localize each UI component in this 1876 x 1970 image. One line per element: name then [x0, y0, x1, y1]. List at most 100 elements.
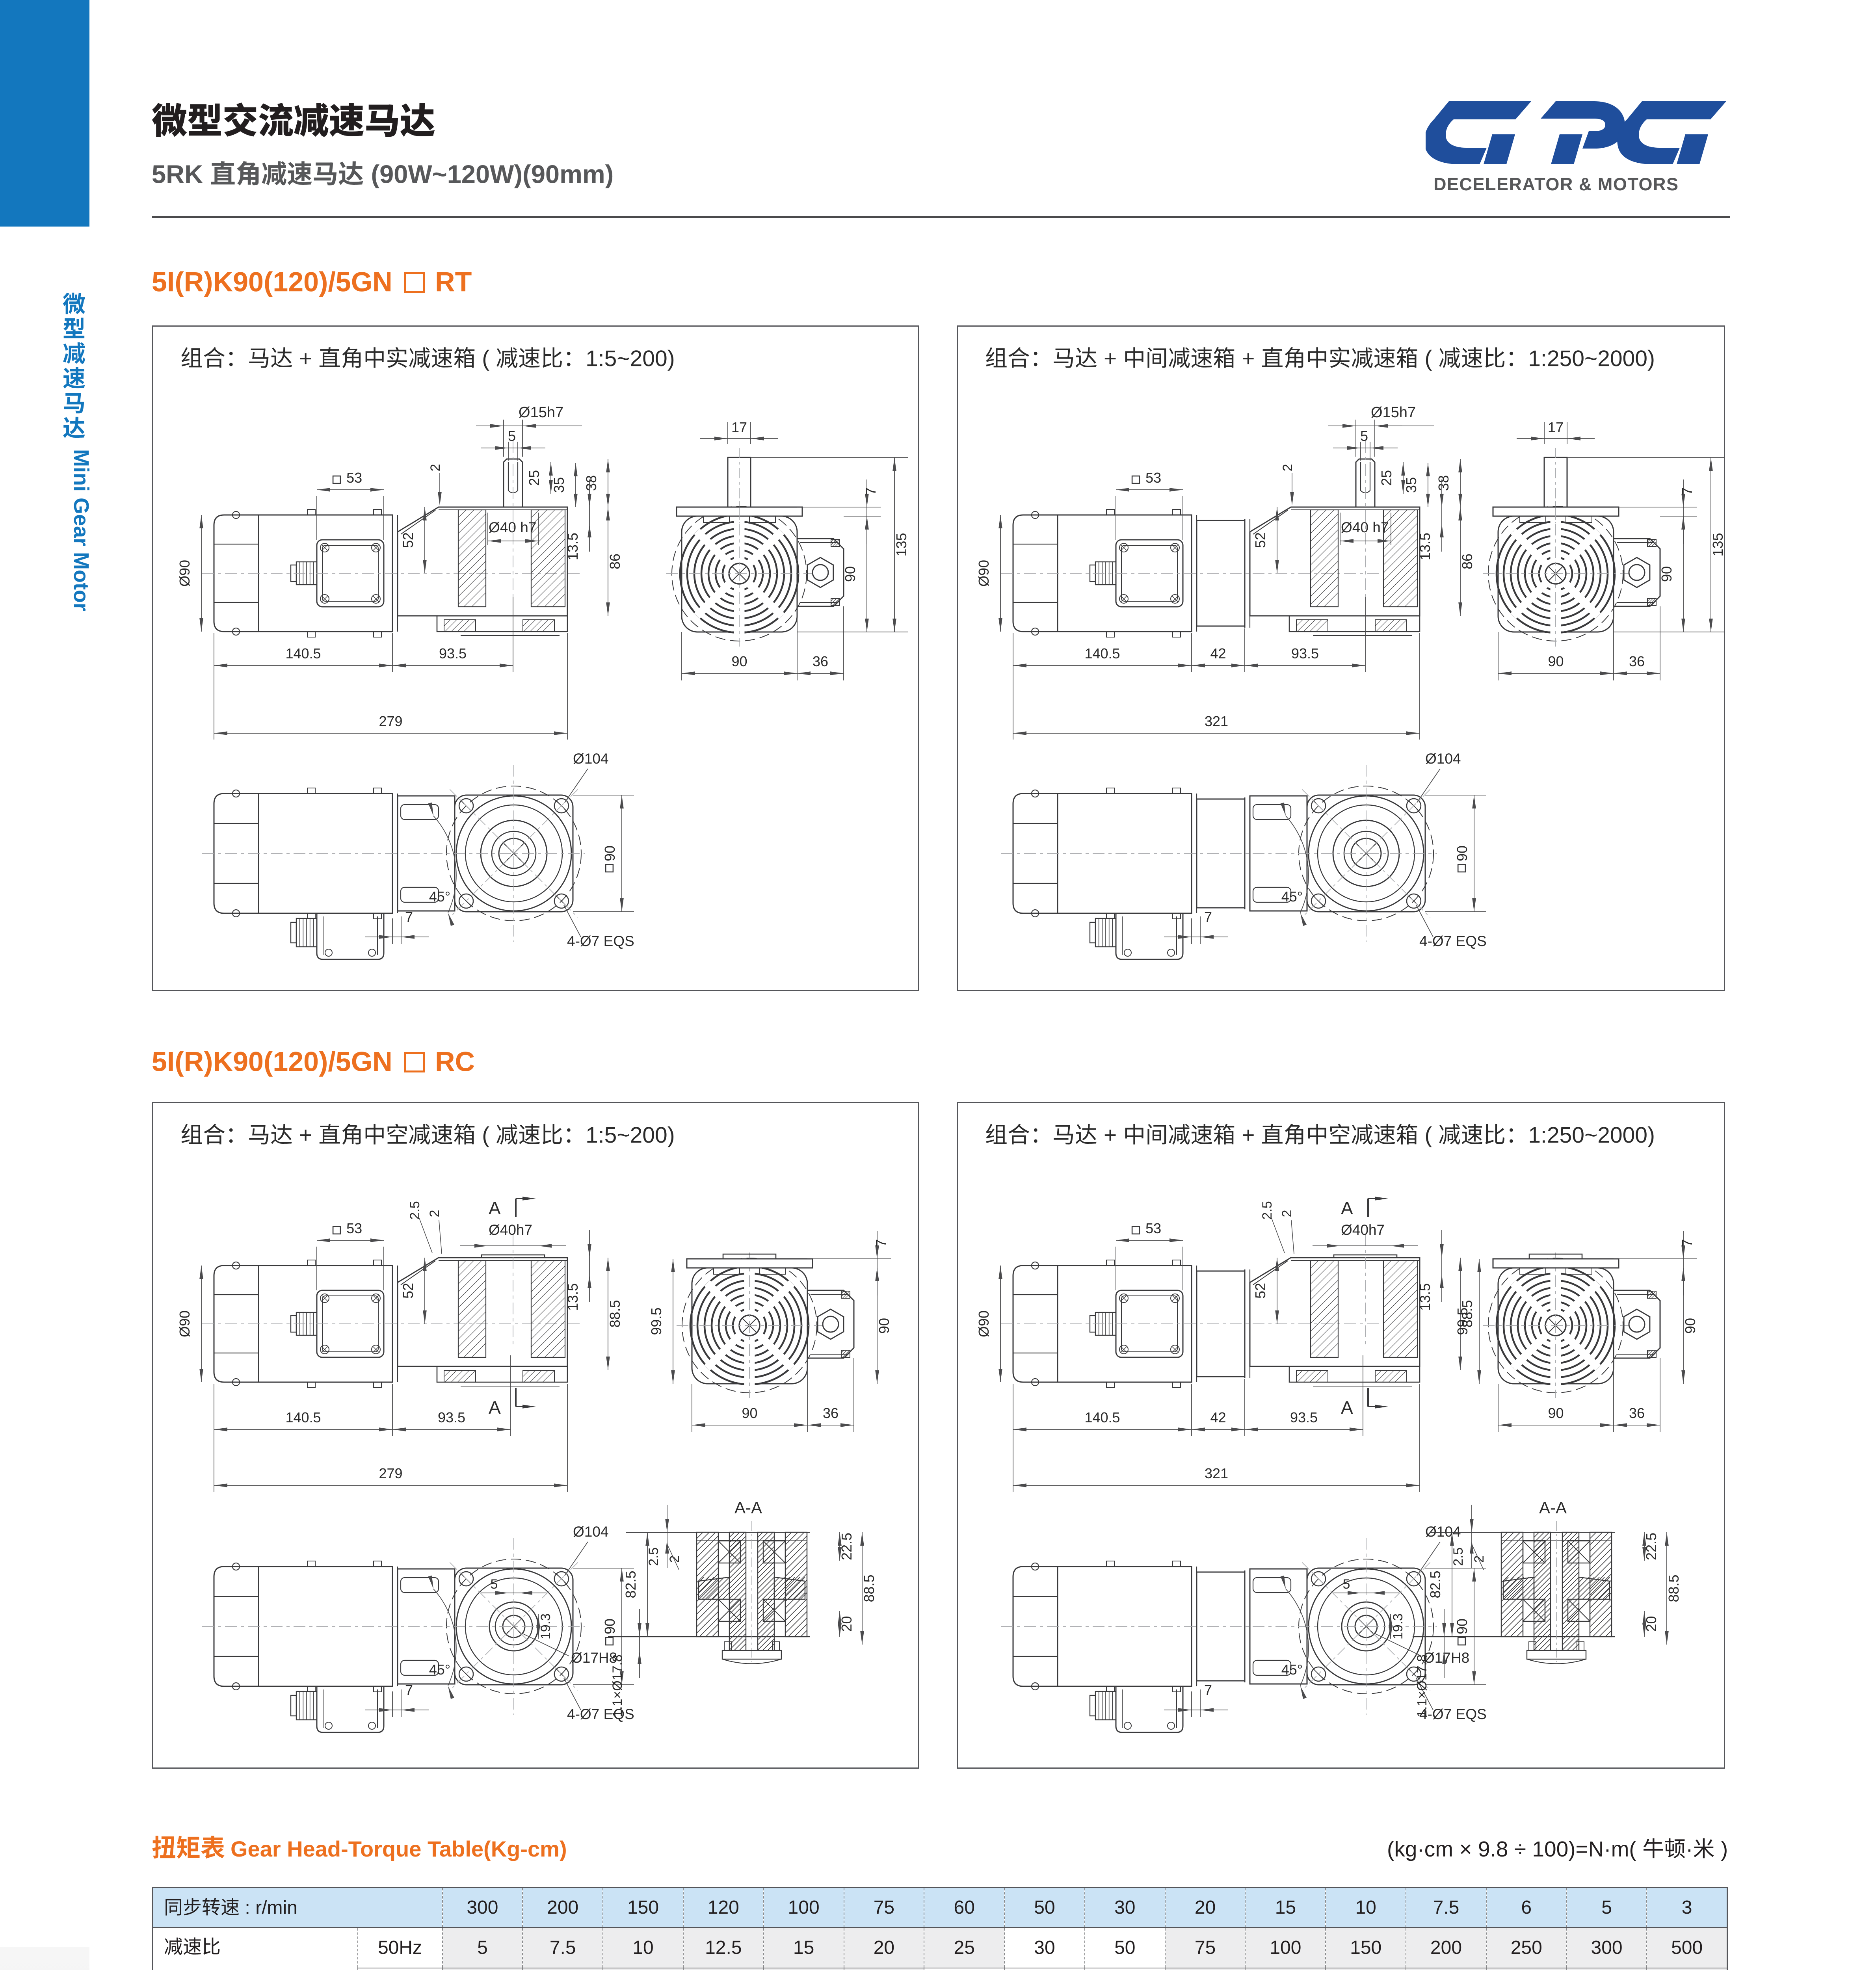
svg-text:2: 2: [1472, 1556, 1487, 1563]
svg-text:13.5: 13.5: [1417, 533, 1433, 560]
svg-text:22.5: 22.5: [1643, 1533, 1659, 1560]
svg-text:90: 90: [742, 1405, 757, 1421]
svg-text:88.5: 88.5: [1666, 1574, 1682, 1602]
svg-text:20: 20: [1643, 1616, 1659, 1632]
svg-text:2.5: 2.5: [1451, 1547, 1466, 1566]
svg-text:20: 20: [839, 1616, 855, 1632]
svg-text:86: 86: [1459, 554, 1475, 569]
svg-text:5: 5: [1343, 1577, 1350, 1592]
svg-text:7: 7: [873, 1239, 889, 1247]
svg-text:2.5: 2.5: [407, 1201, 422, 1219]
svg-text:19.3: 19.3: [538, 1613, 553, 1639]
svg-text:140.5: 140.5: [285, 1409, 321, 1425]
svg-text:90: 90: [876, 1318, 892, 1334]
svg-text:82.5: 82.5: [1427, 1570, 1443, 1598]
svg-text:88.5: 88.5: [607, 1300, 623, 1327]
svg-text:2.5: 2.5: [646, 1547, 661, 1566]
svg-text:7: 7: [1204, 1682, 1212, 1698]
svg-text:25: 25: [1378, 470, 1394, 486]
svg-text:140.5: 140.5: [1084, 645, 1120, 662]
svg-text:90: 90: [1682, 1318, 1698, 1334]
svg-text:5: 5: [508, 428, 516, 444]
svg-text:52: 52: [1252, 532, 1268, 548]
svg-text:99.5: 99.5: [1454, 1307, 1471, 1335]
svg-text:25: 25: [526, 470, 542, 486]
svg-text:93.5: 93.5: [439, 645, 467, 662]
svg-text:52: 52: [400, 532, 416, 548]
svg-text:7: 7: [405, 1682, 413, 1698]
svg-text:53: 53: [1145, 1220, 1161, 1236]
svg-text:36: 36: [1629, 653, 1645, 669]
svg-text:Ø90: Ø90: [177, 1310, 193, 1337]
svg-text:52: 52: [1252, 1283, 1268, 1299]
svg-text:90: 90: [1454, 846, 1470, 861]
svg-text:36: 36: [823, 1405, 839, 1421]
svg-text:45°: 45°: [1281, 888, 1303, 905]
svg-text:45°: 45°: [1281, 1661, 1303, 1678]
svg-text:35: 35: [1403, 477, 1419, 493]
svg-text:279: 279: [379, 1465, 402, 1481]
svg-text:17: 17: [1548, 419, 1564, 435]
svg-text:7: 7: [1679, 1239, 1695, 1247]
svg-text:2.5: 2.5: [1260, 1201, 1275, 1219]
svg-text:135: 135: [1710, 533, 1724, 556]
svg-text:38: 38: [1435, 475, 1452, 491]
svg-text:53: 53: [346, 1220, 362, 1236]
svg-text:90: 90: [731, 653, 747, 669]
svg-text:135: 135: [893, 533, 909, 556]
svg-text:90: 90: [1548, 653, 1564, 669]
svg-text:Ø90: Ø90: [177, 560, 193, 587]
svg-text:90: 90: [602, 1619, 618, 1634]
svg-text:17: 17: [731, 419, 747, 435]
svg-text:Mini Gear Motor: Mini Gear Motor: [69, 449, 93, 611]
svg-text:88.5: 88.5: [861, 1574, 877, 1602]
svg-text:38: 38: [583, 475, 599, 491]
svg-text:321: 321: [1205, 713, 1228, 729]
svg-text:7: 7: [1679, 487, 1695, 495]
svg-text:5: 5: [1360, 428, 1368, 444]
svg-text:2: 2: [427, 1210, 442, 1217]
svg-text:88.5: 88.5: [1459, 1300, 1475, 1327]
svg-text:93.5: 93.5: [1291, 645, 1319, 662]
svg-text:19.3: 19.3: [1391, 1613, 1406, 1639]
svg-text:321: 321: [1205, 1465, 1228, 1481]
svg-text:140.5: 140.5: [285, 645, 321, 662]
svg-text:5: 5: [491, 1577, 498, 1592]
svg-text:93.5: 93.5: [438, 1409, 465, 1425]
svg-text:13.5: 13.5: [565, 1283, 581, 1311]
svg-text:1.1×Ø17.8: 1.1×Ø17.8: [1415, 1654, 1430, 1717]
svg-text:2: 2: [428, 464, 443, 472]
svg-text:90: 90: [1658, 566, 1675, 582]
svg-text:2: 2: [667, 1556, 682, 1563]
svg-text:2: 2: [1280, 464, 1295, 472]
svg-text:36: 36: [812, 653, 828, 669]
svg-text:Ø90: Ø90: [976, 560, 992, 587]
svg-text:52: 52: [400, 1283, 416, 1299]
svg-text:7: 7: [1204, 909, 1212, 925]
svg-text:13.5: 13.5: [1417, 1283, 1433, 1311]
svg-text:45°: 45°: [429, 888, 450, 905]
svg-text:53: 53: [1145, 470, 1161, 486]
svg-text:7: 7: [863, 487, 879, 495]
svg-text:90: 90: [1548, 1405, 1564, 1421]
svg-text:279: 279: [379, 713, 402, 729]
svg-text:7: 7: [405, 909, 413, 925]
svg-text:93.5: 93.5: [1290, 1409, 1318, 1425]
svg-text:42: 42: [1210, 645, 1226, 662]
svg-text:42: 42: [1210, 1409, 1226, 1425]
svg-text:1.1×Ø17.8: 1.1×Ø17.8: [610, 1654, 625, 1717]
svg-text:Ø90: Ø90: [976, 1310, 992, 1337]
svg-text:36: 36: [1629, 1405, 1645, 1421]
svg-text:90: 90: [602, 846, 618, 861]
svg-text:86: 86: [607, 554, 623, 569]
svg-text:53: 53: [346, 470, 362, 486]
svg-text:2: 2: [1279, 1210, 1294, 1217]
svg-text:140.5: 140.5: [1084, 1409, 1120, 1425]
svg-text:45°: 45°: [429, 1661, 450, 1678]
svg-text:13.5: 13.5: [565, 533, 581, 560]
svg-text:22.5: 22.5: [839, 1533, 855, 1560]
svg-text:82.5: 82.5: [623, 1570, 639, 1598]
svg-text:35: 35: [551, 477, 567, 493]
svg-text:90: 90: [1454, 1619, 1470, 1634]
svg-text:99.5: 99.5: [648, 1307, 664, 1335]
